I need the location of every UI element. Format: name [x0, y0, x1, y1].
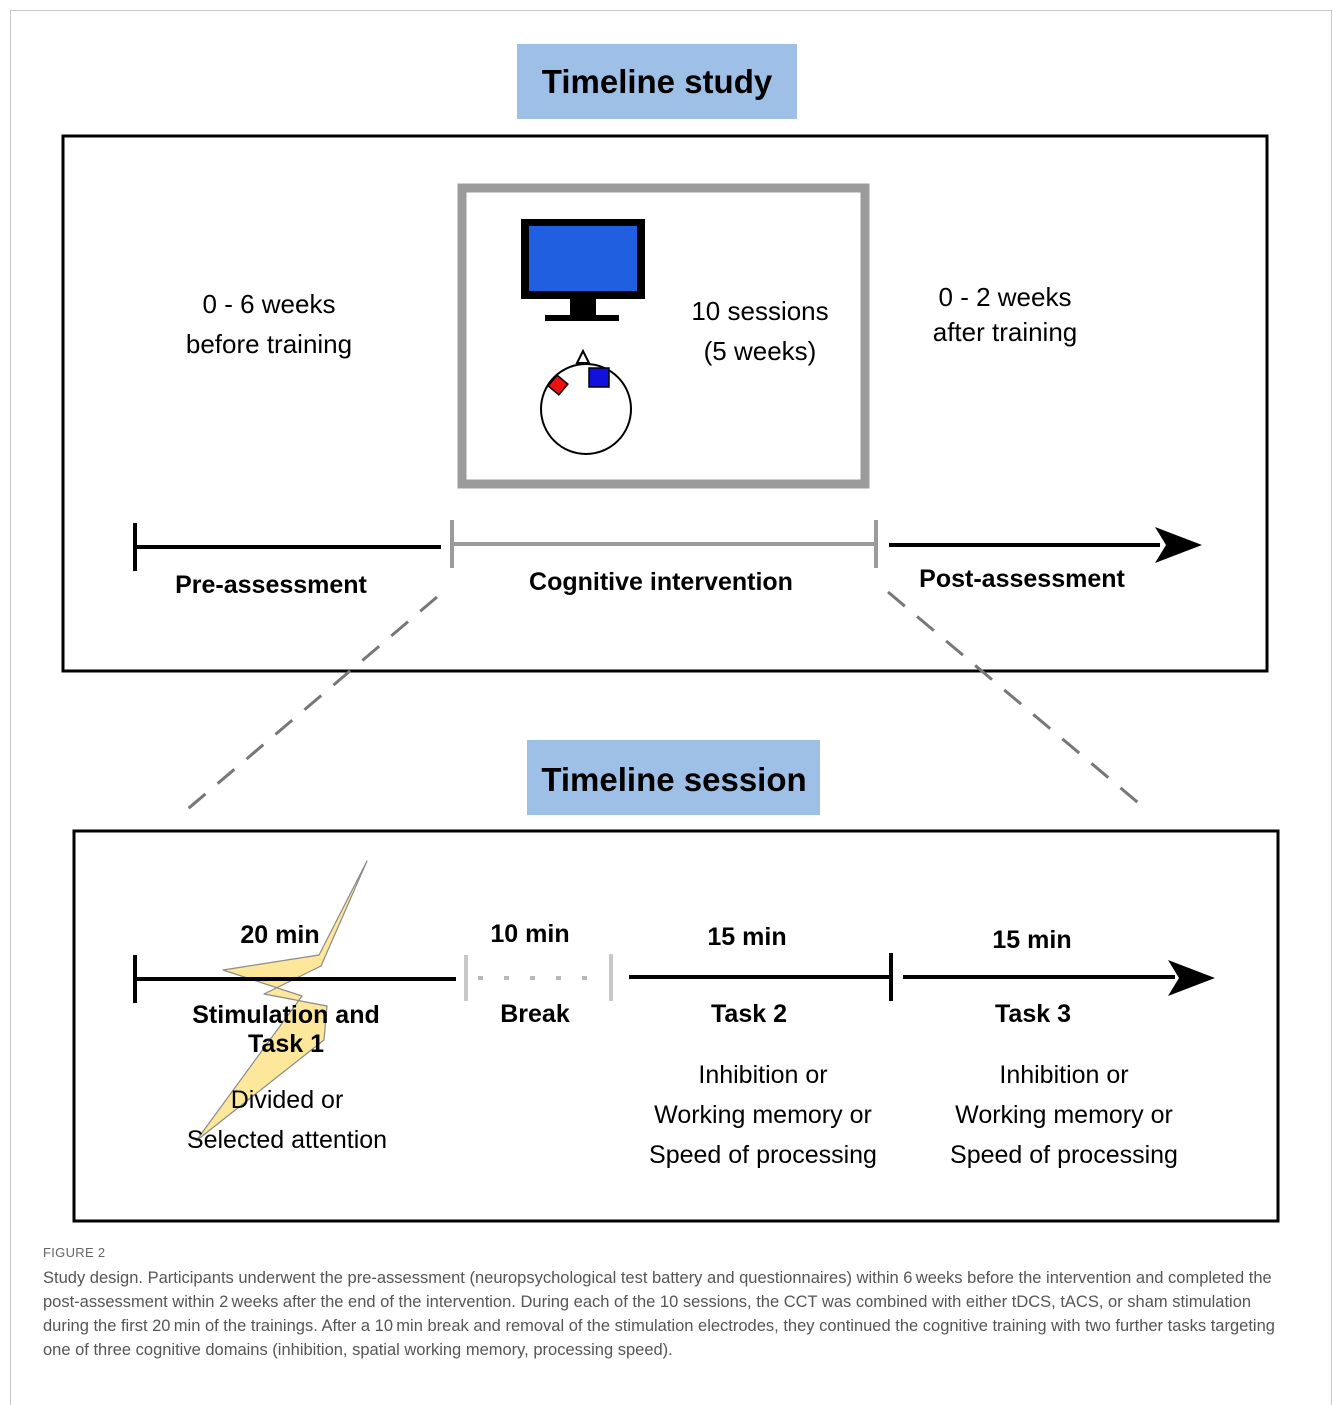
seg3-desc-line3: Speed of processing [649, 1141, 877, 1169]
session-arrowhead-icon [1168, 960, 1215, 996]
sessions-count: 10 sessions [691, 296, 828, 326]
seg2-duration: 10 min [490, 920, 569, 948]
seg4-desc-line2: Working memory or [955, 1101, 1173, 1129]
seg3-duration: 15 min [707, 923, 786, 951]
study-timeline [133, 520, 1202, 571]
figure-caption: FIGURE 2 Study design. Participants unde… [43, 1245, 1293, 1362]
zoom-line-right [887, 590, 1143, 808]
phase-post-assessment: Post-assessment [919, 565, 1125, 593]
caption-text: Study design. Participants underwent the… [43, 1269, 1275, 1359]
post-duration-line1: 0 - 2 weeks [939, 282, 1072, 312]
phase-cognitive-intervention: Cognitive intervention [529, 568, 793, 596]
seg4-desc-line3: Speed of processing [950, 1141, 1178, 1169]
post-duration-line2: after training [933, 317, 1078, 347]
phase-pre-assessment: Pre-assessment [175, 571, 367, 599]
session-timeline-box [72, 829, 1280, 1223]
study-design-diagram: Timeline study 0 - 6 weeks before traini… [61, 44, 1280, 1223]
seg4-name: Task 3 [995, 1000, 1071, 1028]
seg4-desc-line1: Inhibition or [999, 1061, 1128, 1089]
computer-monitor-icon [521, 219, 645, 321]
seg1-desc-line2: Selected attention [187, 1126, 387, 1154]
seg1-name-line2: Task 1 [248, 1030, 324, 1058]
seg1-desc-line1: Divided or [231, 1086, 344, 1114]
blue-electrode-icon [588, 367, 610, 388]
seg3-desc-line2: Working memory or [654, 1101, 872, 1129]
sessions-duration: (5 weeks) [704, 336, 817, 366]
figure-label: FIGURE 2 [43, 1245, 106, 1260]
seg4-duration: 15 min [992, 926, 1071, 954]
study-title-box [517, 44, 797, 119]
figure-frame [10, 10, 1332, 1405]
study-timeline-box [61, 134, 1269, 673]
seg3-desc-line1: Inhibition or [698, 1061, 827, 1089]
red-electrode-icon [547, 374, 569, 396]
seg3-name: Task 2 [711, 1000, 787, 1028]
pre-duration-line1: 0 - 6 weeks [203, 289, 336, 319]
head-electrodes-icon [540, 348, 632, 455]
seg1-name-line1: Stimulation and [192, 1001, 380, 1029]
study-title: Timeline study [542, 63, 773, 100]
zoom-line-left [182, 595, 438, 815]
intervention-frame [457, 183, 870, 489]
session-timeline [133, 953, 1215, 1003]
pre-duration-line2: before training [186, 329, 352, 359]
study-arrowhead-icon [1155, 527, 1202, 563]
session-title-box [527, 740, 820, 815]
session-title: Timeline session [541, 761, 806, 798]
seg1-duration: 20 min [240, 921, 319, 949]
seg2-name: Break [500, 1000, 570, 1028]
